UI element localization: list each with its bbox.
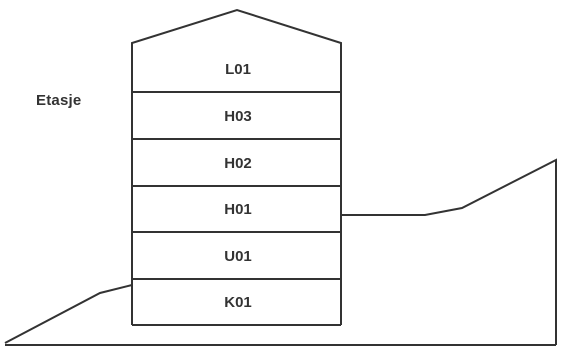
floor-label-k01: K01	[224, 294, 252, 311]
terrain-right	[341, 158, 557, 345]
terrain-left	[4, 284, 133, 344]
floors-label: Etasje	[36, 92, 82, 109]
floor-label-h02: H02	[224, 155, 252, 172]
floor-label-h03: H03	[224, 108, 252, 125]
building-outline	[131, 8, 342, 325]
floor-label-h01: H01	[224, 201, 252, 218]
floor-label-l01: L01	[225, 61, 251, 78]
floor-label-u01: U01	[224, 248, 252, 265]
